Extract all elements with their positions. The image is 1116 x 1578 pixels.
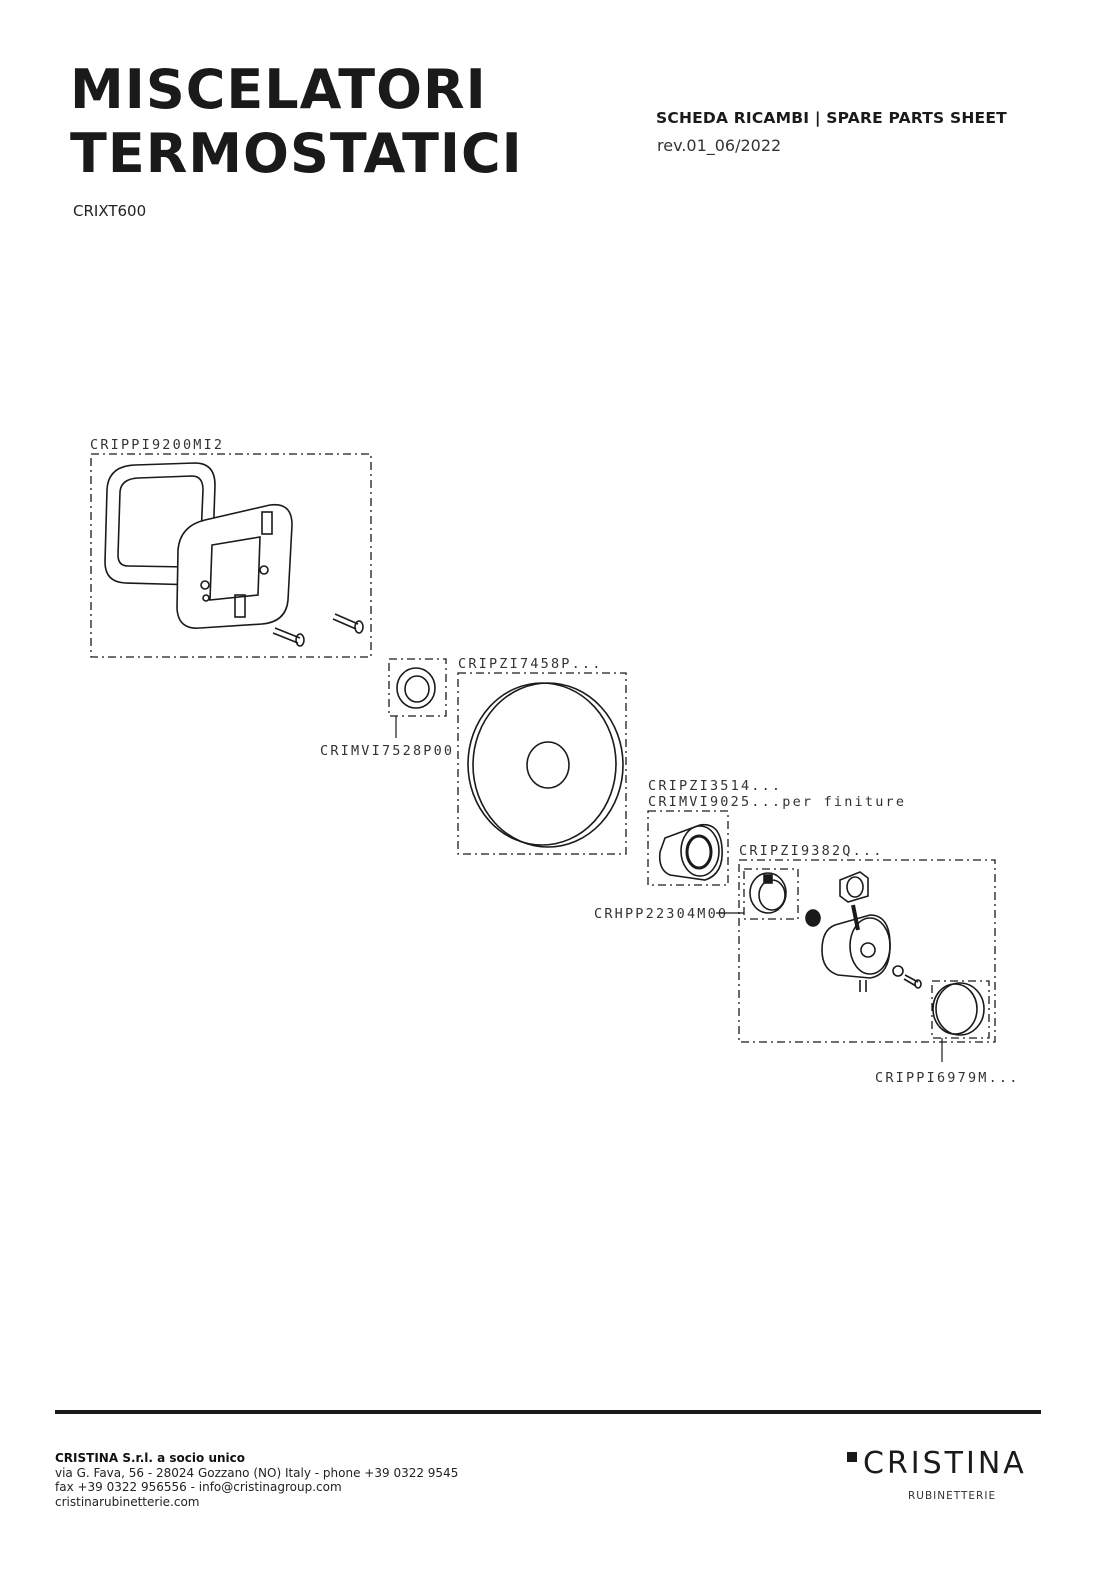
revision-label: rev.01_06/2022 — [657, 136, 782, 155]
sleeve-drawing — [658, 823, 723, 881]
mounting-plate-drawing — [176, 503, 293, 629]
label-cripzi7458: CRIPZI7458P... — [458, 656, 603, 672]
model-code: CRIXT600 — [73, 202, 147, 220]
brand-logo: CRISTINA — [863, 1446, 1027, 1481]
label-cripzi9382: CRIPZI9382Q... — [739, 843, 884, 859]
box-crippi6979 — [931, 980, 990, 1039]
adapter-drawing — [749, 872, 787, 914]
logo-square-icon — [847, 1452, 857, 1462]
company-name: CRISTINA S.r.l. a socio unico — [55, 1451, 245, 1465]
company-address: via G. Fava, 56 - 28024 Gozzano (NO) Ita… — [55, 1466, 459, 1480]
company-contacts: fax +39 0322 956556 - info@cristinagroup… — [55, 1480, 342, 1494]
title-line-2: TERMOSTATICI — [70, 122, 523, 185]
box-crippi9200 — [90, 453, 372, 658]
oring-drawing — [805, 909, 821, 927]
cartridge-drawing — [821, 904, 891, 992]
sheet-label: SCHEDA RICAMBI | SPARE PARTS SHEET — [656, 109, 1007, 127]
label-crippi9200: CRIPPI9200MI2 — [90, 437, 224, 453]
box-crhpp22304 — [743, 868, 799, 920]
company-website: cristinarubinetterie.com — [55, 1495, 200, 1509]
box-crimvi7528 — [388, 658, 447, 717]
knob-drawing — [932, 982, 985, 1036]
brand-logo-sub: RUBINETTERIE — [908, 1490, 997, 1502]
title-line-1: MISCELATORI — [70, 58, 487, 121]
cover-plate-drawing — [467, 682, 624, 848]
stop-ring-drawing — [839, 871, 869, 903]
label-crippi6979: CRIPPI6979M... — [875, 1070, 1020, 1086]
washer-drawing — [892, 965, 904, 977]
footer-rule — [55, 1410, 1041, 1414]
label-crimvi9025: CRIMVI9025...per finiture — [648, 794, 906, 810]
small-screw-drawing — [903, 974, 922, 989]
box-cripzi3514 — [647, 810, 729, 886]
box-cripzi9382 — [738, 859, 996, 1043]
screw-1-drawing — [272, 627, 305, 647]
box-cripzi7458 — [457, 672, 627, 855]
ring-drawing — [396, 667, 436, 709]
screw-2-drawing — [332, 613, 364, 634]
label-crhpp22304: CRHPP22304M00 — [594, 906, 728, 922]
label-crimvi7528: CRIMVI7528P00 — [320, 743, 454, 759]
label-cripzi3514: CRIPZI3514... — [648, 778, 782, 794]
document-title: MISCELATORI TERMOSTATICI — [70, 58, 523, 186]
